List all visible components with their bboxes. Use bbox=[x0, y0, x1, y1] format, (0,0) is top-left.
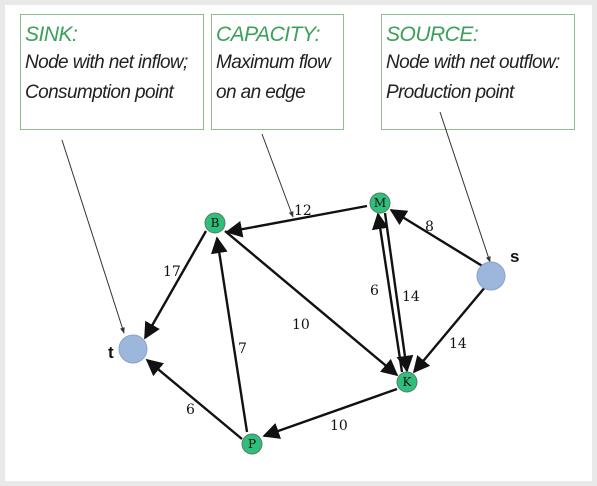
edge-m-to-b bbox=[225, 204, 368, 238]
source-callout-title: SOURCE: bbox=[386, 23, 479, 46]
capacity-label-k-m: 6 bbox=[370, 283, 379, 299]
edge-p-to-b bbox=[211, 236, 249, 433]
node-label-m: M bbox=[374, 196, 386, 210]
edge-b-to-t bbox=[143, 230, 208, 340]
edge-k-to-p bbox=[262, 387, 398, 439]
capacity-label-b-t: 17 bbox=[163, 264, 181, 280]
node-m bbox=[369, 192, 391, 214]
capacity-callout-title: CAPACITY: bbox=[216, 23, 321, 46]
node-t bbox=[118, 334, 148, 364]
node-k bbox=[396, 371, 418, 393]
capacity-label-b-k: 10 bbox=[292, 317, 310, 333]
edge-s-to-k bbox=[412, 285, 487, 374]
capacity-callout: CAPACITY: Maximum flow on an edge bbox=[211, 14, 344, 130]
capacity-label-s-k: 14 bbox=[449, 336, 467, 352]
capacity-pointer-line bbox=[261, 133, 294, 218]
capacity-label-k-p: 10 bbox=[330, 418, 348, 434]
source-callout: SOURCE: Node with net outflow: Productio… bbox=[381, 14, 575, 130]
capacity-label-m-k: 14 bbox=[402, 289, 420, 305]
capacity-label-p-t: 6 bbox=[186, 402, 195, 418]
edge-p-to-t bbox=[145, 358, 243, 440]
node-label-b: B bbox=[211, 216, 220, 230]
sink-callout-line2: Consumption point bbox=[25, 82, 174, 103]
capacity-label-p-b: 7 bbox=[238, 341, 247, 357]
sink-pointer-line bbox=[61, 139, 125, 334]
node-label-t: t bbox=[108, 343, 114, 362]
capacity-callout-line2: on an edge bbox=[216, 82, 306, 103]
edge-m-to-k bbox=[383, 212, 414, 373]
edge-s-to-m bbox=[389, 208, 485, 269]
node-p bbox=[241, 433, 263, 455]
node-label-p: P bbox=[248, 437, 256, 451]
edge-k-to-m bbox=[371, 212, 404, 373]
capacity-label-m-b: 12 bbox=[294, 203, 312, 219]
edge-b-to-k bbox=[224, 230, 399, 377]
sink-callout: SINK: Node with net inflow; Consumption … bbox=[20, 14, 204, 130]
source-callout-line2: Production point bbox=[386, 82, 514, 103]
capacity-callout-line1: Maximum flow bbox=[216, 52, 331, 73]
node-label-s: s bbox=[510, 247, 519, 266]
node-b bbox=[204, 212, 226, 234]
source-callout-line1: Node with net outflow: bbox=[386, 52, 560, 73]
source-pointer-line bbox=[439, 111, 491, 263]
capacity-label-s-m: 8 bbox=[425, 219, 434, 235]
node-s bbox=[476, 261, 506, 291]
sink-callout-line1: Node with net inflow; bbox=[25, 52, 188, 73]
node-label-k: K bbox=[403, 375, 413, 389]
sink-callout-title: SINK: bbox=[25, 23, 78, 46]
